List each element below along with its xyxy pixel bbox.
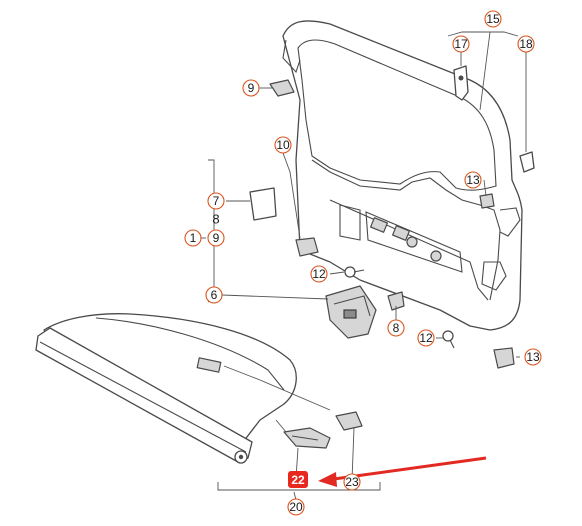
clip-10 (295, 237, 319, 257)
svg-text:23: 23 (345, 475, 359, 489)
foam-pad-7 (249, 187, 277, 221)
svg-text:1: 1 (190, 231, 197, 245)
svg-text:6: 6 (211, 288, 218, 302)
callout-1[interactable]: 1 (184, 229, 202, 247)
clip-17 (453, 65, 469, 101)
handle-6 (325, 285, 377, 339)
svg-text:9: 9 (213, 231, 220, 245)
clip-9-top (269, 79, 295, 97)
callout-15[interactable]: 15 (484, 10, 502, 28)
callout-13-low[interactable]: 13 (524, 348, 542, 366)
screw-12-low (442, 330, 455, 349)
callout-6[interactable]: 6 (205, 286, 223, 304)
svg-text:8: 8 (212, 212, 219, 227)
cover-mount-22 (283, 427, 331, 449)
leader-lines (196, 31, 527, 501)
callout-9-left[interactable]: 9 (207, 229, 225, 247)
bumper-13-top (479, 193, 495, 209)
callout-12-low[interactable]: 12 (417, 329, 435, 347)
callout-7[interactable]: 7 (207, 192, 225, 210)
screw-12-mid (344, 266, 365, 278)
svg-text:22: 22 (291, 473, 305, 487)
svg-text:13: 13 (526, 350, 540, 364)
svg-text:13: 13 (466, 173, 480, 187)
bumper-13-low (493, 347, 515, 369)
pointer-arrow (318, 456, 487, 487)
svg-text:18: 18 (519, 37, 533, 51)
callout-9-top[interactable]: 9 (242, 79, 260, 97)
cover-holder-23 (335, 411, 363, 431)
callout-22-highlighted[interactable]: 22 (288, 471, 308, 488)
callout-20[interactable]: 20 (287, 498, 305, 516)
clip-8-right (387, 291, 405, 311)
callout-13-top[interactable]: 13 (464, 171, 482, 189)
callout-18[interactable]: 18 (517, 35, 535, 53)
svg-text:7: 7 (213, 194, 220, 208)
callout-23[interactable]: 23 (343, 473, 361, 491)
callout-12-mid[interactable]: 12 (310, 265, 328, 283)
svg-text:12: 12 (312, 267, 326, 281)
tailgate-trim-panel (282, 20, 523, 331)
luggage-compartment-cover (35, 313, 297, 464)
callout-10[interactable]: 10 (274, 136, 292, 154)
svg-text:12: 12 (419, 331, 433, 345)
svg-text:17: 17 (454, 37, 468, 51)
callout-8-left[interactable]: 8 (212, 212, 219, 227)
svg-text:20: 20 (289, 500, 303, 514)
callout-8-right[interactable]: 8 (387, 319, 405, 337)
svg-text:10: 10 (276, 138, 290, 152)
svg-text:9: 9 (248, 81, 255, 95)
svg-text:15: 15 (486, 12, 500, 26)
svg-text:8: 8 (393, 321, 400, 335)
bracket-18 (519, 151, 535, 173)
callout-17[interactable]: 17 (452, 35, 470, 53)
